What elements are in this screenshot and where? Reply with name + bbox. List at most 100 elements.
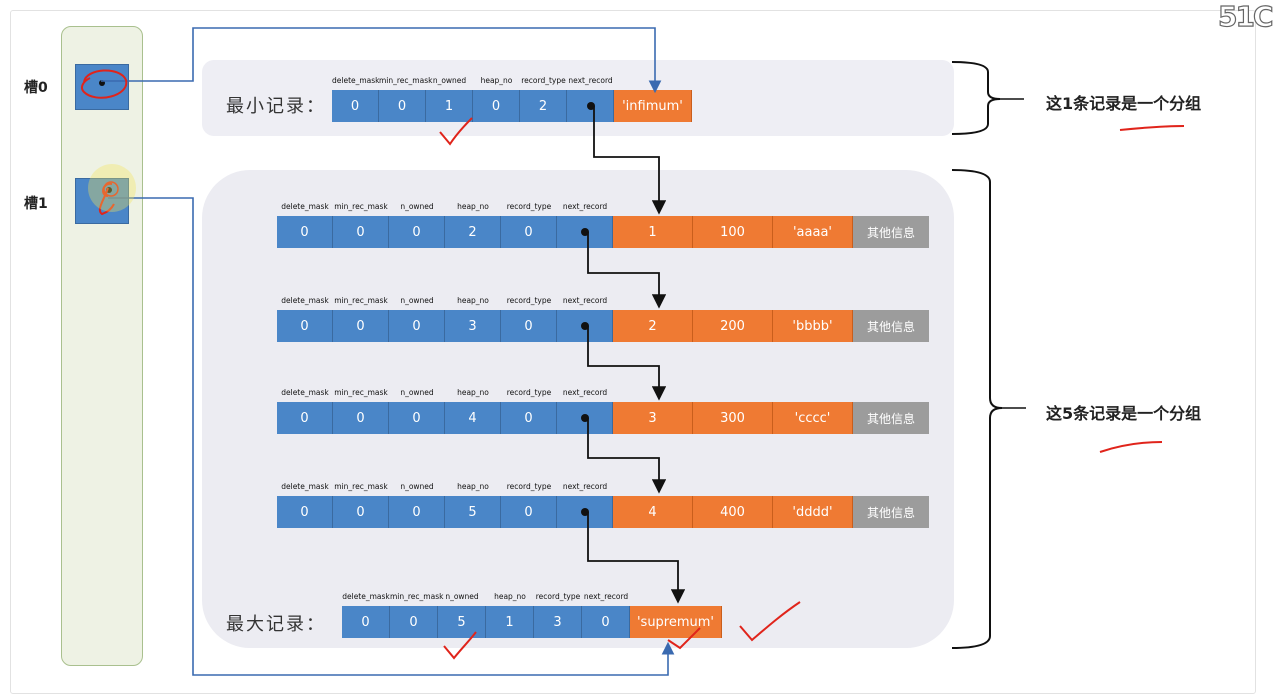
field-value-n-owned: 0 <box>389 310 445 342</box>
field-value-record-type: 0 <box>501 496 557 528</box>
field-header-next-record: next_record <box>562 388 608 397</box>
next-record-cell <box>557 496 613 528</box>
next-record-cell <box>557 402 613 434</box>
field-value-delete-mask: 0 <box>332 90 379 122</box>
field-value-delete-mask: 0 <box>342 606 390 638</box>
field-header-record-type: record_type <box>506 296 552 305</box>
field-header-next-record: next_record <box>562 482 608 491</box>
field-value-n-owned: 0 <box>389 496 445 528</box>
data-cell: 2 <box>613 310 693 342</box>
page-directory <box>61 26 143 666</box>
field-value-heap-no: 0 <box>473 90 520 122</box>
data-cell: 300 <box>693 402 773 434</box>
field-value-heap-no: 3 <box>445 310 501 342</box>
field-header-heap-no: heap_no <box>457 202 489 211</box>
group-1-note: 这1条记录是一个分组 <box>1046 94 1202 113</box>
other-info-cell: 其他信息 <box>853 402 929 434</box>
field-header-record-type: record_type <box>506 482 552 491</box>
field-header-delete-mask: delete_mask <box>281 388 329 397</box>
data-cell: 'cccc' <box>773 402 853 434</box>
field-value-delete-mask: 0 <box>277 496 333 528</box>
field-value-n-owned: 1 <box>426 90 473 122</box>
field-value-n-owned: 5 <box>438 606 486 638</box>
field-header-n-owned: n_owned <box>445 592 479 601</box>
next-record-cell <box>557 310 613 342</box>
field-header-delete-mask: delete_mask <box>281 482 329 491</box>
max-record-title: 最大记录： <box>226 614 326 635</box>
field-header-n-owned: n_owned <box>432 76 467 85</box>
field-header-n-owned: n_owned <box>400 202 434 211</box>
field-header-heap-no: heap_no <box>494 592 526 601</box>
data-cell: 'supremum' <box>630 606 722 638</box>
field-value-record-type: 0 <box>501 310 557 342</box>
field-value-n-owned: 0 <box>389 402 445 434</box>
data-cell: 'infimum' <box>614 90 692 122</box>
field-header-min-rec-mask: min_rec_mask <box>334 202 388 211</box>
data-cell: 100 <box>693 216 773 248</box>
field-header-delete-mask: delete_mask <box>332 76 380 85</box>
min-record-title: 最小记录： <box>226 96 326 117</box>
next-record-cell <box>557 216 613 248</box>
field-value-heap-no: 2 <box>445 216 501 248</box>
data-cell: 'bbbb' <box>773 310 853 342</box>
next-record-pointer <box>581 322 589 330</box>
field-value-min-rec-mask: 0 <box>333 216 389 248</box>
data-cell: 4 <box>613 496 693 528</box>
next-record-pointer <box>581 228 589 236</box>
field-value-heap-no: 5 <box>445 496 501 528</box>
data-cell: 'dddd' <box>773 496 853 528</box>
field-value-record-type: 0 <box>501 402 557 434</box>
field-value-record-type: 2 <box>520 90 567 122</box>
data-cell: 3 <box>613 402 693 434</box>
field-value-next-record: 0 <box>582 606 630 638</box>
field-header-delete-mask: delete_mask <box>281 296 329 305</box>
field-value-min-rec-mask: 0 <box>333 496 389 528</box>
field-header-next-record: next_record <box>562 202 608 211</box>
field-header-record-type: record_type <box>506 388 552 397</box>
field-value-delete-mask: 0 <box>277 402 333 434</box>
field-header-heap-no: heap_no <box>457 296 489 305</box>
field-header-next-record: next_record <box>568 76 613 85</box>
field-value-delete-mask: 0 <box>277 216 333 248</box>
logo: 51C <box>1217 0 1274 34</box>
field-value-n-owned: 0 <box>389 216 445 248</box>
other-info-cell: 其他信息 <box>853 496 929 528</box>
field-value-heap-no: 1 <box>486 606 534 638</box>
group-2-note: 这5条记录是一个分组 <box>1046 404 1202 423</box>
slot-0-label: 槽0 <box>24 80 48 96</box>
next-record-pointer <box>586 102 595 110</box>
field-value-min-rec-mask: 0 <box>333 310 389 342</box>
field-header-n-owned: n_owned <box>400 388 434 397</box>
slot-0[interactable] <box>75 64 129 110</box>
field-header-record-type: record_type <box>535 592 581 601</box>
field-value-record-type: 0 <box>501 216 557 248</box>
field-value-min-rec-mask: 0 <box>390 606 438 638</box>
slot-1[interactable] <box>75 178 129 224</box>
field-header-heap-no: heap_no <box>457 482 489 491</box>
field-header-next-record: next_record <box>583 592 629 601</box>
slot-1-label: 槽1 <box>24 196 48 212</box>
field-header-heap-no: heap_no <box>480 76 513 85</box>
data-cell: 400 <box>693 496 773 528</box>
slot-0-pointer <box>99 80 105 86</box>
field-header-min-rec-mask: min_rec_mask <box>390 592 444 601</box>
slot-1-pointer <box>106 187 112 193</box>
field-value-delete-mask: 0 <box>277 310 333 342</box>
other-info-cell: 其他信息 <box>853 310 929 342</box>
next-record-cell <box>567 90 614 122</box>
other-info-cell: 其他信息 <box>853 216 929 248</box>
field-header-heap-no: heap_no <box>457 388 489 397</box>
field-header-n-owned: n_owned <box>400 296 434 305</box>
field-value-min-rec-mask: 0 <box>333 402 389 434</box>
field-value-min-rec-mask: 0 <box>379 90 426 122</box>
field-header-n-owned: n_owned <box>400 482 434 491</box>
field-header-min-rec-mask: min_rec_mask <box>334 388 388 397</box>
field-header-next-record: next_record <box>562 296 608 305</box>
field-header-min-rec-mask: min_rec_mask <box>334 482 388 491</box>
field-value-heap-no: 4 <box>445 402 501 434</box>
field-header-min-rec-mask: min_rec_mask <box>379 76 433 85</box>
next-record-pointer <box>581 414 589 422</box>
field-header-record-type: record_type <box>506 202 552 211</box>
field-header-min-rec-mask: min_rec_mask <box>334 296 388 305</box>
next-record-pointer <box>581 508 589 516</box>
